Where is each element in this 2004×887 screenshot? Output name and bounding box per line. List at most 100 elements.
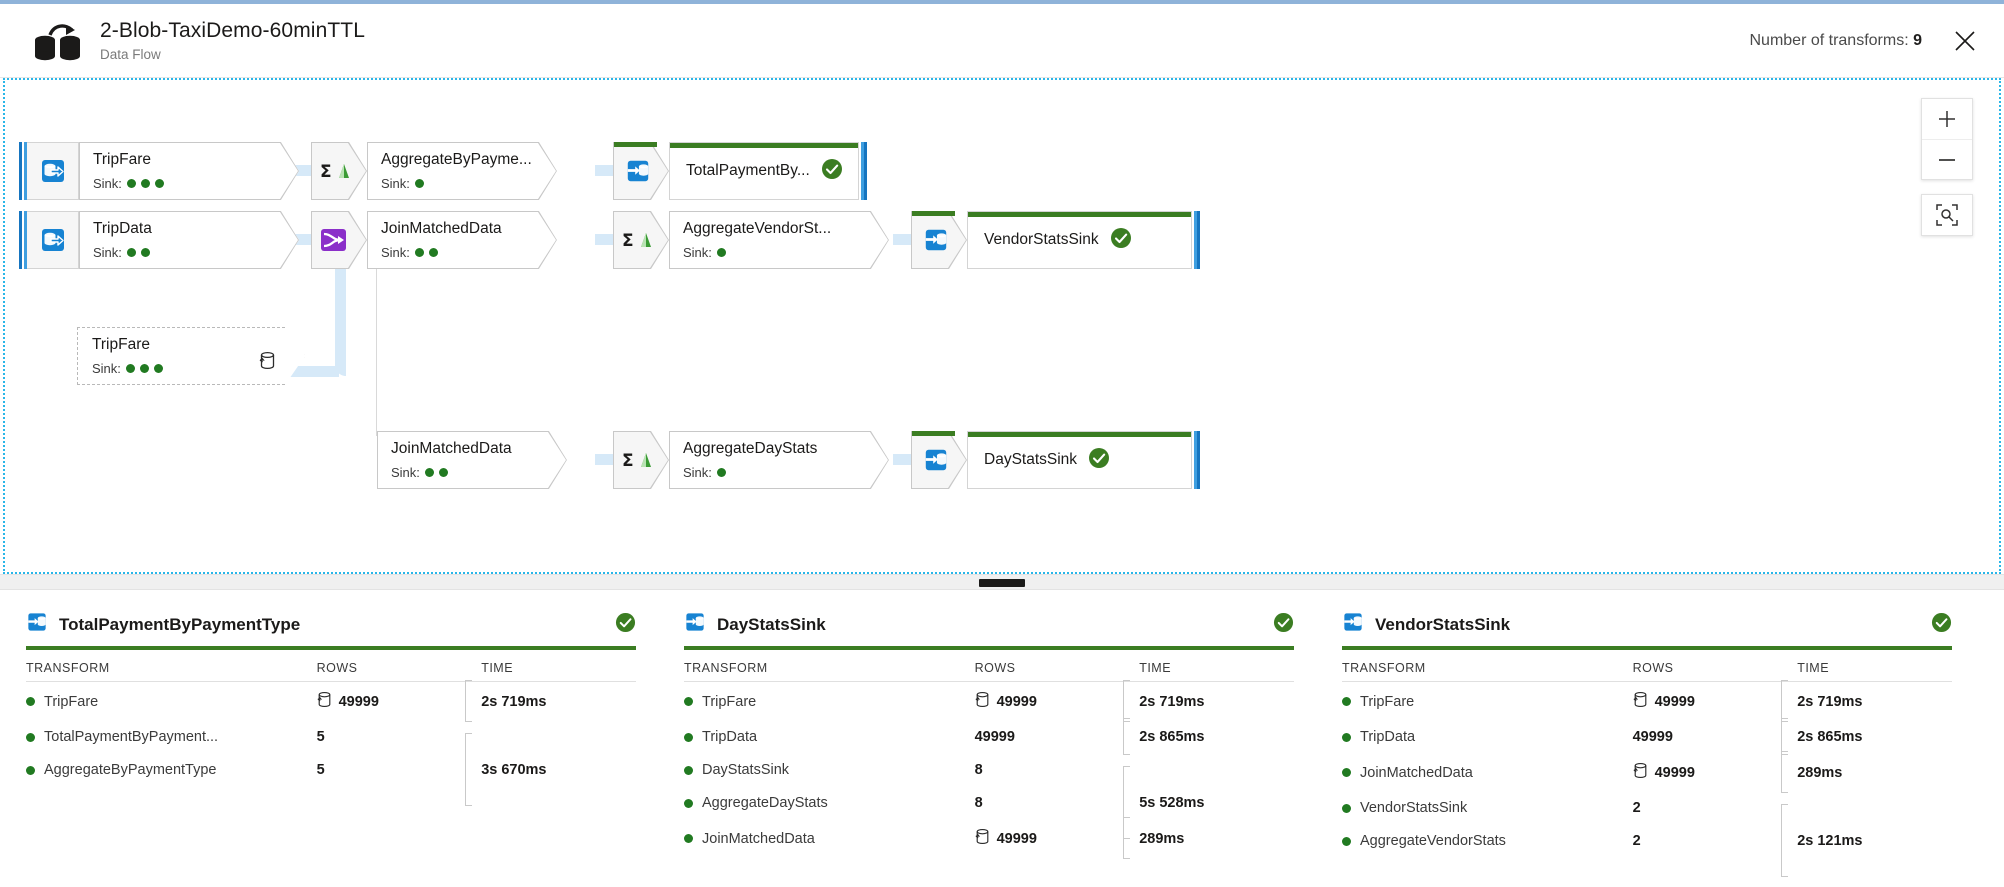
sink-dot bbox=[126, 364, 135, 373]
table-row: AggregateDayStats 8 5s 528ms bbox=[684, 766, 1294, 839]
cached-data-icon bbox=[317, 691, 332, 712]
performance-table: TRANSFORM ROWS TIME TripFare 49999 2s 71… bbox=[1342, 652, 1952, 877]
row-count: 49999 bbox=[338, 693, 379, 710]
sink-topbar-wrap bbox=[911, 211, 967, 269]
sink-label: Sink: bbox=[92, 360, 121, 376]
minus-icon[interactable] bbox=[1922, 139, 1972, 179]
transform-name: TripFare bbox=[44, 693, 99, 710]
source-database-icon bbox=[27, 142, 79, 200]
node-join-matched-data-row2[interactable]: JoinMatchedData Sink: bbox=[367, 211, 557, 269]
node-sink-daystats-chevron[interactable] bbox=[911, 431, 967, 489]
column-header-transform: TRANSFORM bbox=[1342, 652, 1623, 682]
transform-name: JoinMatchedData bbox=[702, 830, 815, 847]
cell-rows: 49999 bbox=[965, 819, 1124, 857]
fit-to-screen-icon[interactable] bbox=[1921, 194, 1973, 236]
cell-time: 289ms bbox=[1123, 817, 1294, 859]
node-label: TripFare bbox=[92, 336, 150, 354]
node-sink-vendorstats-chevron[interactable] bbox=[911, 211, 967, 269]
sink-rail bbox=[1192, 431, 1200, 489]
node-sink-status: Sink: bbox=[93, 245, 285, 260]
node-sink-daystatssink[interactable]: DayStatsSink bbox=[967, 431, 1200, 489]
svg-text:Σ: Σ bbox=[320, 162, 332, 182]
table-row: VendorStatsSink 2 bbox=[1342, 791, 1952, 824]
sink-dot bbox=[141, 179, 150, 188]
connector-join-to-aggregatevendor bbox=[595, 234, 623, 245]
connector-joinday-to-aggregateday bbox=[595, 454, 623, 465]
flow-canvas[interactable]: TripFare Sink: bbox=[3, 78, 2001, 574]
node-sink-vendorstatssink[interactable]: VendorStatsSink bbox=[967, 211, 1200, 269]
plus-icon[interactable] bbox=[1922, 99, 1972, 139]
cell-time bbox=[465, 720, 636, 753]
cell-rows: 49999 bbox=[1623, 753, 1782, 791]
cell-rows: 49999 bbox=[965, 682, 1124, 721]
node-label: DayStatsSink bbox=[984, 451, 1078, 468]
sink-dot bbox=[155, 179, 164, 188]
node-sink-status: Sink: bbox=[93, 176, 285, 191]
status-dot bbox=[684, 765, 693, 775]
card-title: TotalPaymentByPaymentType bbox=[59, 614, 301, 634]
node-aggregatedaystats-chevron[interactable]: Σ bbox=[613, 431, 669, 489]
card-accent-rule bbox=[684, 646, 1294, 650]
node-sink-totalpaymentbypaymenttype[interactable]: TotalPaymentBy... bbox=[669, 142, 867, 200]
aggregate-icon: Σ bbox=[311, 142, 367, 200]
sink-dot bbox=[425, 468, 434, 477]
node-source-tripfare[interactable]: TripFare Sink: bbox=[19, 142, 299, 200]
node-sink-status: Sink: bbox=[92, 361, 290, 376]
cell-transform: TripFare bbox=[684, 682, 965, 721]
sink-dot bbox=[415, 248, 424, 257]
sink-label: Sink: bbox=[93, 175, 122, 191]
sink-card-daystatssink: DayStatsSink TRANSFORM ROWS TIME TripFar… bbox=[662, 606, 1320, 887]
close-icon[interactable] bbox=[1948, 24, 1982, 58]
sink-label: Sink: bbox=[683, 244, 712, 260]
cell-time bbox=[1781, 791, 1952, 824]
table-row: TripData 49999 2s 865ms bbox=[684, 718, 1294, 755]
status-badge-success bbox=[1110, 227, 1132, 254]
cell-transform: TripFare bbox=[26, 682, 307, 721]
cell-rows: 5 bbox=[316, 762, 325, 778]
node-source-tripdata[interactable]: TripData Sink: bbox=[19, 211, 299, 269]
sink-dot bbox=[141, 248, 150, 257]
status-badge-success bbox=[615, 612, 636, 638]
cell-transform: VendorStatsSink bbox=[1342, 791, 1623, 824]
node-transform-aggregatebypaymenttype[interactable]: AggregateByPayme... Sink: bbox=[367, 142, 557, 200]
node-sink-status: Sink: bbox=[391, 465, 553, 480]
cell-rows: 49999 bbox=[1632, 729, 1673, 745]
sink-database-icon bbox=[911, 211, 967, 269]
resize-grip[interactable] bbox=[979, 579, 1025, 587]
source-rail bbox=[19, 142, 27, 200]
cached-data-icon bbox=[259, 351, 276, 375]
table-row: TripData 49999 2s 865ms bbox=[1342, 718, 1952, 755]
status-badge-success bbox=[821, 158, 843, 185]
node-transform-aggregatebypaymenttype-chevron[interactable]: Σ bbox=[311, 142, 367, 200]
node-transform-aggregatevendorstats[interactable]: AggregateVendorSt... Sink: bbox=[669, 211, 889, 269]
node-transform-aggregatedaystats[interactable]: AggregateDayStats Sink: bbox=[669, 431, 889, 489]
column-header-rows: ROWS bbox=[1622, 652, 1782, 682]
cell-transform: AggregateDayStats bbox=[684, 786, 965, 819]
cell-time: 2s 719ms bbox=[1781, 679, 1952, 721]
node-sink-totalpayment-chevron[interactable] bbox=[613, 142, 669, 200]
table-row: TripFare 49999 2s 719ms bbox=[684, 679, 1294, 721]
performance-table: TRANSFORM ROWS TIME TripFare 49999 2s 71… bbox=[684, 652, 1294, 859]
cell-time: 289ms bbox=[1781, 751, 1952, 793]
column-header-rows: ROWS bbox=[306, 652, 466, 682]
cell-time: 2s 865ms bbox=[1781, 718, 1952, 755]
card-accent-rule bbox=[1342, 646, 1952, 650]
transform-name: JoinMatchedData bbox=[1360, 764, 1473, 781]
node-label: AggregateVendorSt... bbox=[683, 220, 832, 238]
node-join-matched-data-row3[interactable]: JoinMatchedData Sink: bbox=[377, 431, 567, 489]
sink-dot bbox=[717, 248, 726, 257]
node-source-tripfare-reference[interactable]: TripFare Sink: bbox=[77, 327, 305, 385]
node-body: AggregateByPayme... Sink: bbox=[367, 142, 557, 200]
cell-time: 2s 121ms bbox=[1781, 804, 1952, 877]
sink-rail bbox=[859, 142, 867, 200]
node-aggregatevendor-chevron[interactable]: Σ bbox=[613, 211, 669, 269]
sink-database-icon bbox=[911, 431, 967, 489]
node-join-chevron[interactable] bbox=[311, 211, 367, 269]
cell-rows: 8 bbox=[974, 762, 983, 778]
sink-card-totalpaymentbypaymenttype: TotalPaymentByPaymentType TRANSFORM ROWS… bbox=[26, 606, 662, 887]
svg-text:Σ: Σ bbox=[622, 231, 634, 251]
transform-name: TripData bbox=[702, 729, 758, 745]
sink-dot bbox=[127, 179, 136, 188]
sink-database-icon bbox=[684, 611, 706, 638]
cell-rows: 49999 bbox=[974, 729, 1015, 745]
